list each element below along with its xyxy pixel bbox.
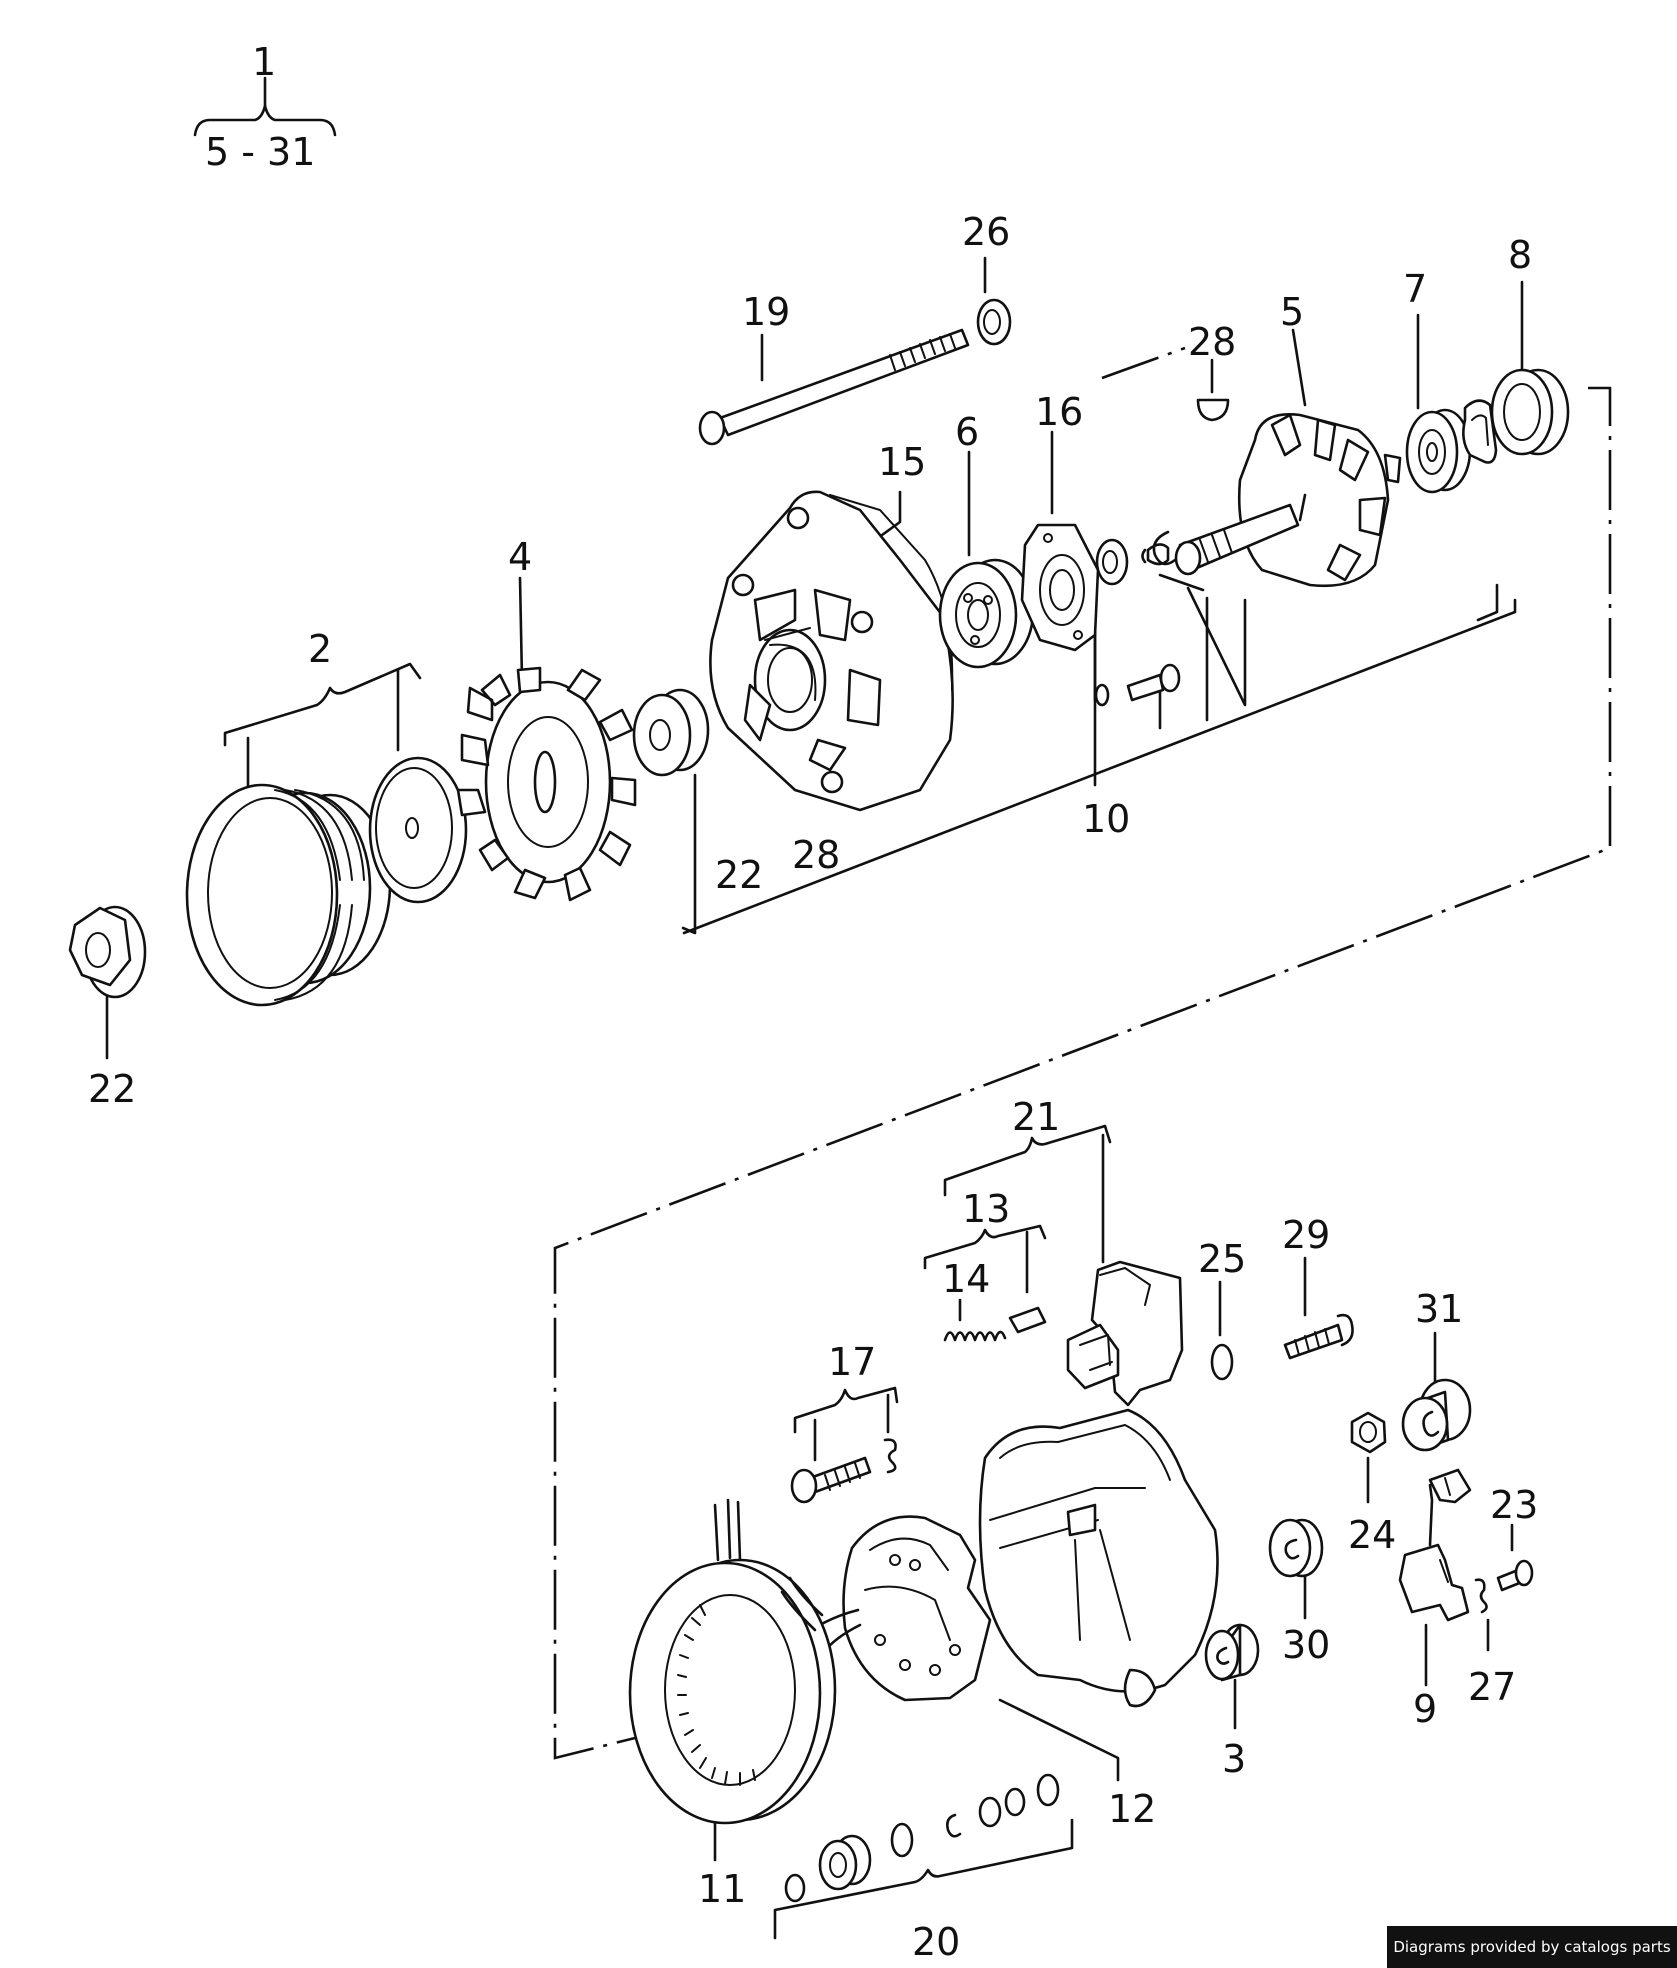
label-5-31: 5 - 31 bbox=[205, 130, 315, 174]
label-23: 23 bbox=[1490, 1483, 1538, 1527]
label-22-nut: 22 bbox=[88, 1067, 136, 1111]
spring-washer-27 bbox=[1474, 1578, 1488, 1614]
label-13: 13 bbox=[962, 1187, 1010, 1231]
label-19: 19 bbox=[742, 290, 790, 334]
label-8: 8 bbox=[1508, 233, 1532, 277]
label-20: 20 bbox=[912, 1920, 960, 1964]
screw-set-10 bbox=[1094, 538, 1181, 707]
ball-bearing-6 bbox=[938, 558, 1035, 669]
label-24: 24 bbox=[1348, 1513, 1396, 1557]
part-number-labels: 1 5 - 31 2 4 22 22 28 15 19 26 6 16 28 5… bbox=[88, 40, 1538, 1964]
label-26: 26 bbox=[962, 210, 1010, 254]
screw-29 bbox=[1283, 1313, 1354, 1360]
ball-bearing-7 bbox=[1405, 408, 1472, 494]
label-3: 3 bbox=[1222, 1737, 1246, 1781]
bearing-plate-16 bbox=[1020, 523, 1100, 652]
label-16: 16 bbox=[1035, 390, 1083, 434]
nut-30 bbox=[1268, 1518, 1324, 1578]
terminal-9 bbox=[1398, 1468, 1472, 1622]
woodruff-key-28 bbox=[1196, 398, 1230, 422]
sleeve-3 bbox=[1204, 1623, 1260, 1682]
stator-11 bbox=[628, 1498, 837, 1825]
label-1: 1 bbox=[252, 40, 276, 84]
label-5: 5 bbox=[1280, 290, 1304, 334]
rectifier-12 bbox=[798, 1515, 992, 1702]
label-10: 10 bbox=[1082, 797, 1130, 841]
label-28-lower: 28 bbox=[792, 833, 840, 877]
label-12: 12 bbox=[1108, 1787, 1156, 1831]
label-2: 2 bbox=[308, 627, 332, 671]
assembly-centerlines bbox=[553, 346, 1612, 1760]
brush-spring-14 bbox=[943, 1306, 1047, 1342]
label-25: 25 bbox=[1198, 1237, 1246, 1281]
label-27: 27 bbox=[1468, 1665, 1516, 1709]
drive-end-housing-15 bbox=[709, 490, 954, 812]
label-29: 29 bbox=[1282, 1213, 1330, 1257]
fan-4 bbox=[456, 666, 637, 902]
washer-25 bbox=[1210, 1343, 1234, 1381]
label-22-spacer: 22 bbox=[715, 853, 763, 897]
circlip bbox=[1152, 530, 1177, 566]
rotor-5 bbox=[1174, 413, 1402, 588]
hex-nut-22 bbox=[68, 905, 147, 999]
regulator-21 bbox=[1066, 1260, 1184, 1407]
label-31: 31 bbox=[1415, 1287, 1463, 1331]
through-bolt-19 bbox=[698, 328, 970, 446]
cap-31 bbox=[1401, 1378, 1472, 1452]
label-9: 9 bbox=[1413, 1687, 1437, 1731]
bearing-cap-8 bbox=[1490, 368, 1570, 456]
label-21: 21 bbox=[1012, 1095, 1060, 1139]
label-30: 30 bbox=[1282, 1623, 1330, 1667]
label-11: 11 bbox=[698, 1867, 746, 1911]
hex-nut-24 bbox=[1350, 1411, 1387, 1454]
spacer-22 bbox=[632, 688, 710, 777]
screw-23 bbox=[1496, 1559, 1534, 1592]
label-4: 4 bbox=[508, 535, 532, 579]
label-7: 7 bbox=[1403, 267, 1427, 311]
diagram-credit: Diagrams provided by catalogs parts bbox=[1387, 1926, 1677, 1968]
washer-26 bbox=[976, 298, 1012, 346]
label-28-top: 28 bbox=[1188, 320, 1236, 364]
label-15: 15 bbox=[878, 440, 926, 484]
label-14: 14 bbox=[942, 1257, 990, 1301]
label-6: 6 bbox=[955, 410, 979, 454]
slip-ring-end-housing bbox=[978, 1408, 1219, 1708]
retaining-clip bbox=[1462, 399, 1498, 464]
screw-set-17 bbox=[790, 1438, 897, 1504]
pulley-2 bbox=[185, 756, 468, 1007]
diode-set-20 bbox=[784, 1773, 1060, 1903]
label-17: 17 bbox=[828, 1340, 876, 1384]
